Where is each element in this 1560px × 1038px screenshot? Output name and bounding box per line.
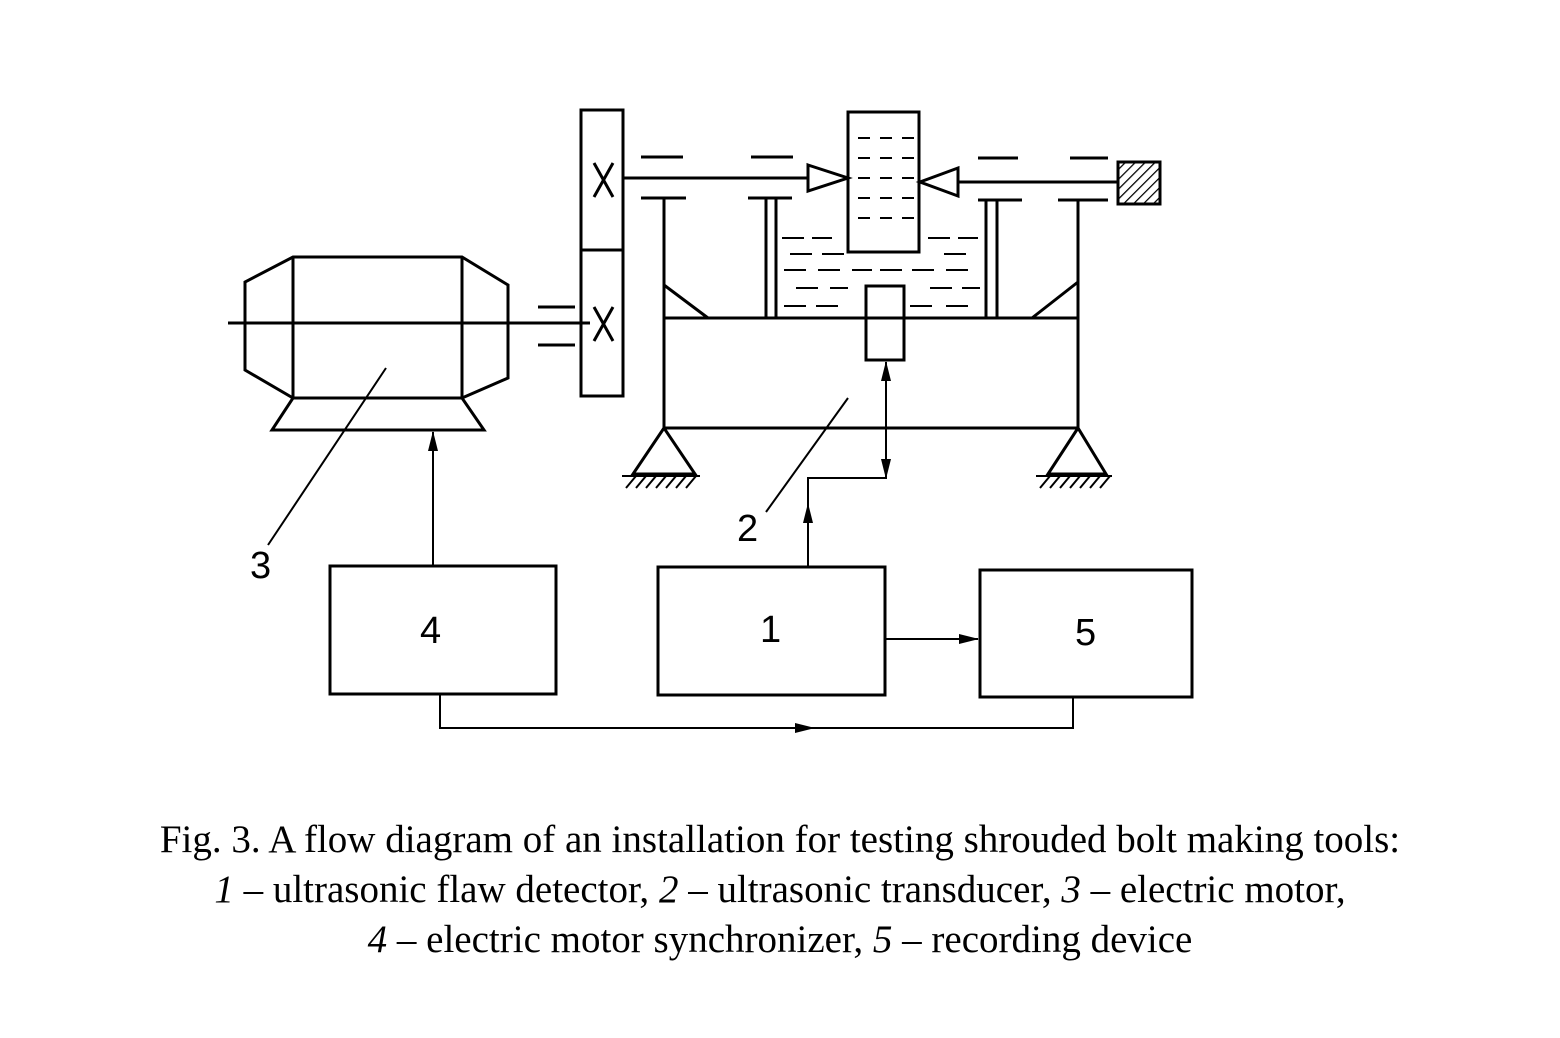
label-transducer: 2: [737, 508, 758, 550]
label-recorder: 5: [1075, 612, 1096, 654]
flaw-detector-block: [656, 565, 887, 697]
caption-num-4: 4: [367, 918, 388, 961]
ultrasonic-transducer: [864, 284, 906, 362]
motor-shaft-bearing: [538, 305, 575, 347]
electric-motor: [228, 255, 590, 432]
caption-text-3: – electric motor,: [1080, 868, 1346, 911]
caption-line-1: Fig. 3. A flow diagram of an installatio…: [159, 818, 1401, 861]
right-spindle: [915, 156, 1162, 206]
tested-tool: [846, 110, 921, 254]
left-support: [622, 425, 700, 489]
label-flaw-detector: 1: [760, 609, 781, 651]
caption-num-3: 3: [1061, 868, 1081, 911]
signal-connections: [428, 361, 1074, 733]
leader-line-3: [267, 367, 387, 546]
immersion-bath: [664, 316, 1078, 430]
label-motor: 3: [250, 545, 271, 587]
caption-text-5: – recording device: [892, 918, 1193, 961]
leader-line-2: [765, 397, 849, 513]
caption-line-3: 4 – electric motor synchronizer, 5 – rec…: [0, 915, 1560, 965]
caption-num-2: 2: [658, 868, 679, 911]
recorder-block: [978, 568, 1194, 699]
installation-diagram: 3 2 4 1 5: [228, 108, 1194, 733]
caption-text-4: – electric motor synchronizer,: [387, 918, 873, 961]
caption-line-2: 1 – ultrasonic flaw detector, 2 – ultras…: [0, 865, 1560, 915]
figure-caption: Fig. 3. A flow diagram of an installatio…: [0, 815, 1560, 965]
caption-text-1: – ultrasonic flaw detector,: [233, 868, 659, 911]
label-synchronizer: 4: [420, 610, 441, 652]
gear-transmission: [579, 108, 625, 398]
caption-text-2: – ultrasonic transducer,: [678, 868, 1062, 911]
caption-num-1: 1: [214, 868, 234, 911]
immersion-liquid: [782, 237, 980, 307]
right-support: [1036, 425, 1112, 489]
left-spindle: [623, 155, 853, 200]
spindle-supports: [662, 198, 1080, 428]
synchronizer-block: [328, 564, 558, 696]
caption-num-5: 5: [872, 918, 893, 961]
